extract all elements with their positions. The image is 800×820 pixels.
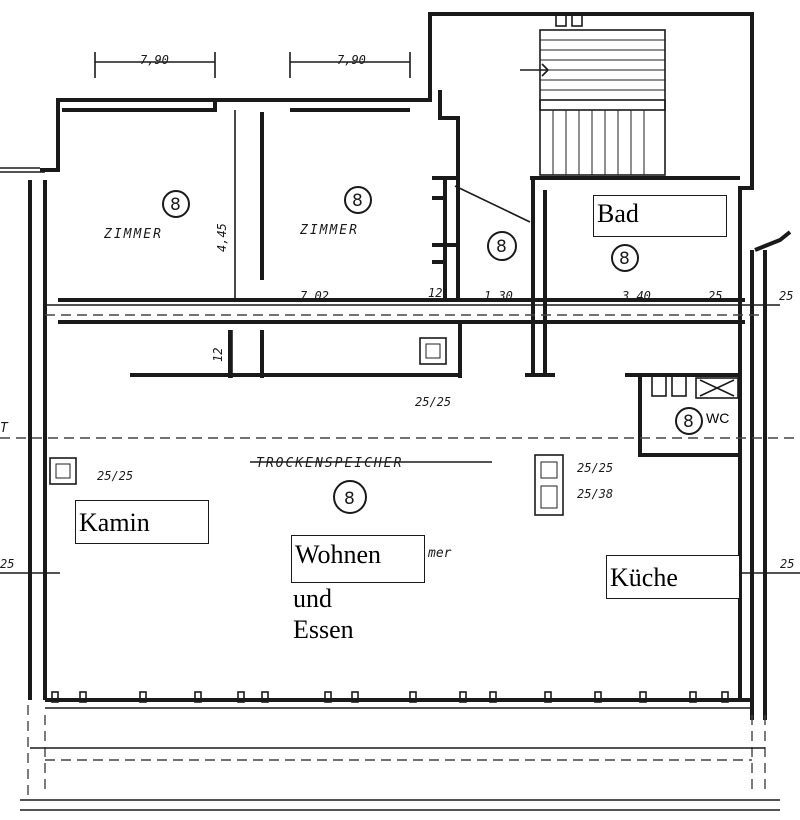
- dim-bad-span: 3,40: [621, 289, 651, 303]
- exterior-walls: [28, 12, 792, 720]
- dimension-lines: [0, 52, 800, 574]
- circle-zimmer-left: 8: [170, 195, 181, 215]
- dim-edge-25-left: 25: [0, 557, 14, 571]
- circle-zimmer-right: 8: [352, 191, 363, 211]
- circled-numbers: 8 8 8 8 8 8: [162, 186, 703, 514]
- room-tags: ZIMMER ZIMMER TROCKENSPEICHER mer: [103, 223, 492, 561]
- interior-walls: [58, 112, 745, 457]
- dim-top-left: 7,90: [140, 53, 169, 67]
- chimney-left-label: 25/25: [97, 469, 133, 483]
- zimmer-right-tag: ZIMMER: [299, 223, 359, 238]
- label-kueche: Küche: [606, 555, 740, 599]
- zimmer-left-tag: ZIMMER: [103, 227, 163, 242]
- chimney-center-label: 25/25: [415, 395, 451, 409]
- dim-top-mid: 7,90: [337, 53, 366, 67]
- dim-long-span: 7,02: [300, 289, 329, 303]
- chimneys: 25/25 25/25 25/25 25/38: [49, 337, 613, 516]
- label-kamin: Kamin: [75, 500, 209, 544]
- dim-corridor-12: 12: [211, 348, 225, 362]
- facade-bottom: [20, 691, 780, 811]
- circle-speicher: 8: [344, 489, 355, 509]
- wc-fixtures: WC: [651, 375, 739, 426]
- circle-stair: 8: [496, 237, 507, 257]
- circle-wc: 8: [683, 412, 694, 432]
- label-wohnen-line1: Wohnen: [291, 535, 425, 583]
- left-margin-mark: T: [0, 421, 9, 436]
- staircase: [520, 13, 666, 176]
- dim-edge-25-right: 25: [779, 289, 793, 303]
- wc-tag: WC: [706, 410, 729, 426]
- dim-right-25: 25: [708, 289, 722, 303]
- chimney-right-a-label: 25/25: [577, 461, 613, 475]
- dim-wall-12: 12: [428, 286, 442, 300]
- circle-bad: 8: [619, 249, 630, 269]
- trockenspeicher-tag: TROCKENSPEICHER: [256, 456, 403, 471]
- chimney-right-b-label: 25/38: [577, 487, 613, 501]
- dim-edge-25-right-lower: 25: [780, 557, 794, 571]
- label-wohnen-line3: Essen: [293, 615, 354, 645]
- dimension-texts: 7,90 7,90 4,45 7,02 12 1,30 3,40 25 25 1…: [0, 53, 794, 571]
- dim-room-height: 4,45: [215, 223, 229, 252]
- label-wohnen-und-essen: Wohnen und Essen: [291, 535, 441, 645]
- dim-stair-span: 1,30: [484, 289, 513, 303]
- label-bad: Bad: [593, 195, 727, 237]
- mer-fragment: mer: [427, 546, 452, 561]
- label-wohnen-line2: und: [293, 584, 332, 613]
